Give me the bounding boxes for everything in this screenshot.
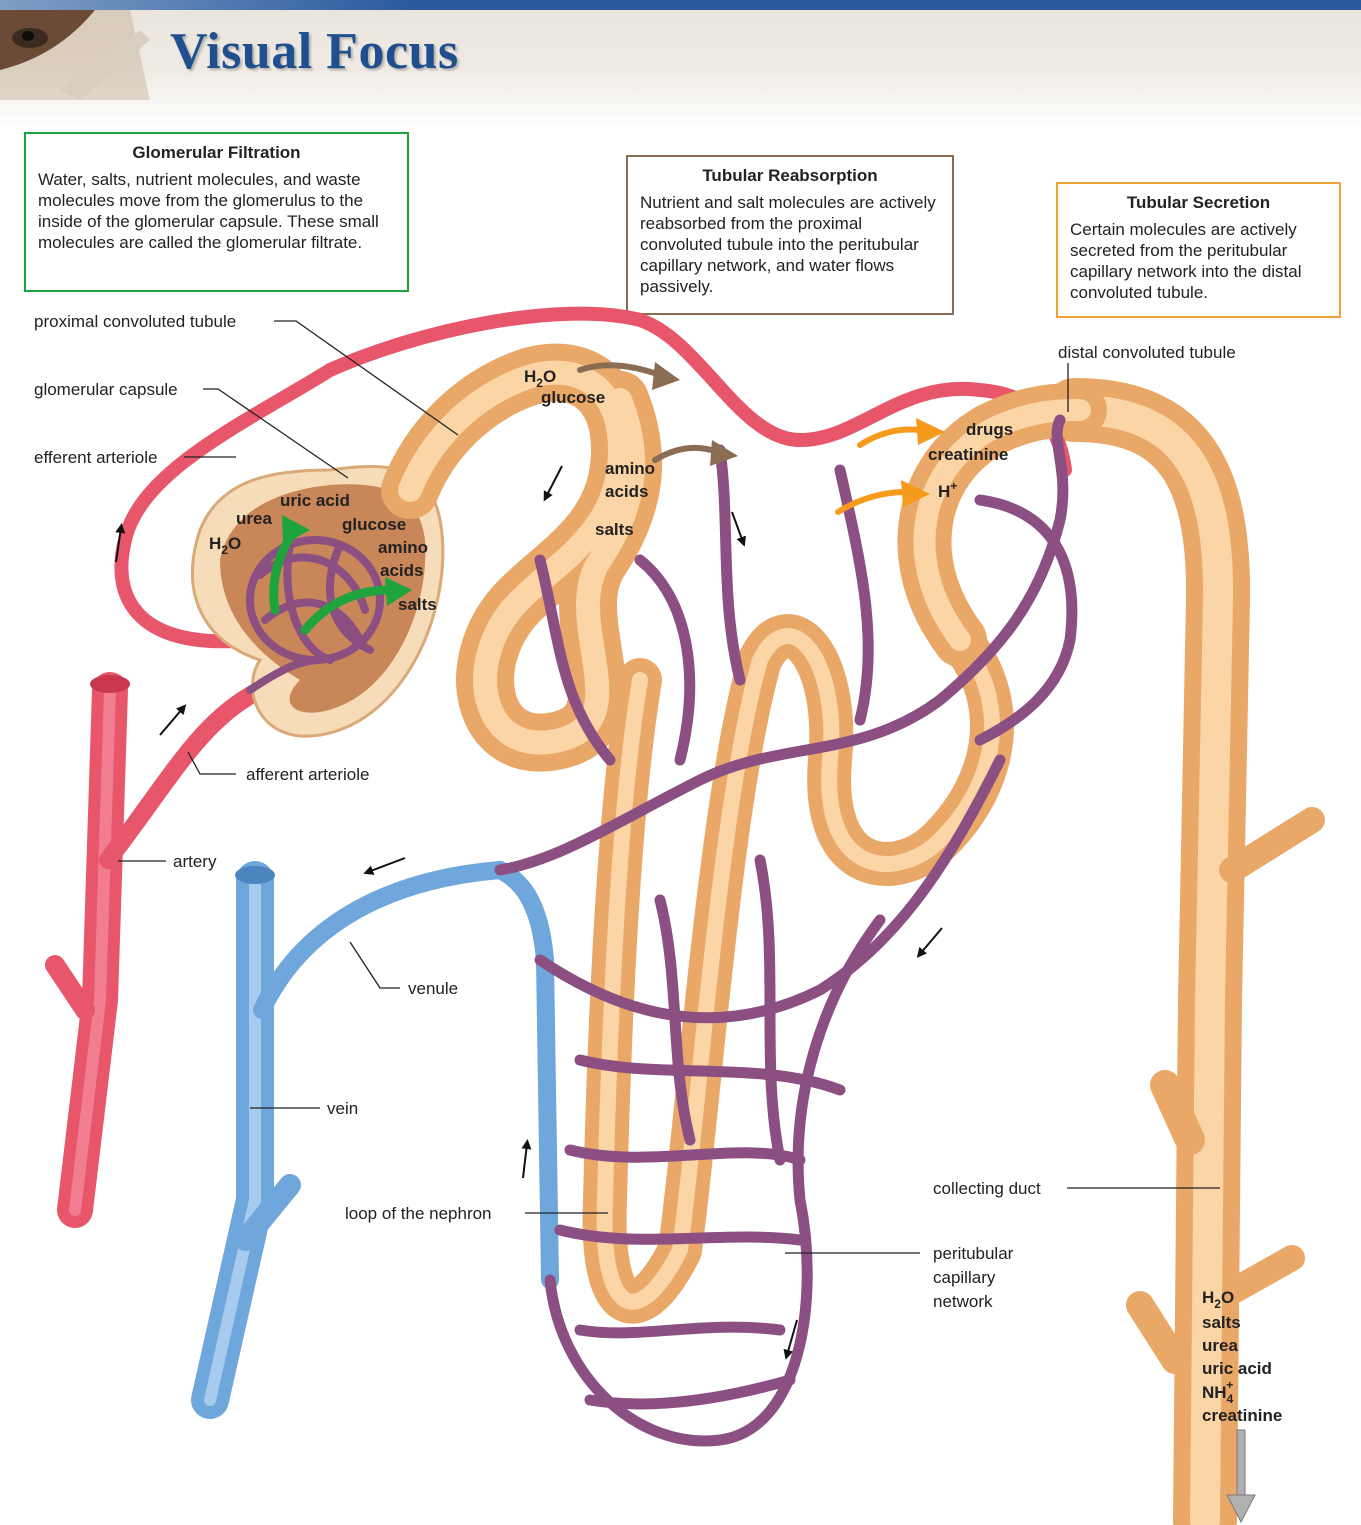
label-vein: vein bbox=[327, 1099, 358, 1118]
label-glomerular-capsule: glomerular capsule bbox=[34, 380, 178, 399]
label-peritubular-line-3: network bbox=[933, 1292, 993, 1311]
collecting-duct bbox=[1075, 410, 1312, 1520]
artery bbox=[55, 675, 130, 1210]
label-loop-of-the-nephron: loop of the nephron bbox=[345, 1204, 492, 1223]
capsule-acids: acids bbox=[380, 561, 423, 580]
reabsorbed-glucose: glucose bbox=[541, 388, 605, 407]
capsule-urea: urea bbox=[236, 509, 272, 528]
label-distal-convoluted-tubule: distal convoluted tubule bbox=[1058, 343, 1236, 362]
urine-salts: salts bbox=[1202, 1313, 1241, 1332]
label-artery: artery bbox=[173, 852, 217, 871]
capsule-amino: amino bbox=[378, 538, 428, 557]
capsule-uric-acid: uric acid bbox=[280, 491, 350, 510]
reabsorbed-salts: salts bbox=[595, 520, 634, 539]
label-efferent-arteriole: efferent arteriole bbox=[34, 448, 157, 467]
afferent-arteriole bbox=[108, 690, 260, 860]
urine-urea: urea bbox=[1202, 1336, 1238, 1355]
secreted-drugs: drugs bbox=[966, 420, 1013, 439]
capsule-salts: salts bbox=[398, 595, 437, 614]
reabsorbed-acids: acids bbox=[605, 482, 648, 501]
reabsorbed-amino: amino bbox=[605, 459, 655, 478]
label-peritubular-line-1: peritubular bbox=[933, 1244, 1014, 1263]
label-venule: venule bbox=[408, 979, 458, 998]
label-afferent-arteriole: afferent arteriole bbox=[246, 765, 369, 784]
urine-creatinine: creatinine bbox=[1202, 1406, 1282, 1425]
secreted-creatinine: creatinine bbox=[928, 445, 1008, 464]
label-peritubular-line-2: capillary bbox=[933, 1268, 996, 1287]
leader-lines bbox=[118, 321, 1220, 1253]
label-proximal-convoluted-tubule: proximal convoluted tubule bbox=[34, 312, 236, 331]
label-collecting-duct: collecting duct bbox=[933, 1179, 1041, 1198]
vein bbox=[210, 866, 290, 1400]
urine-ammonium: NH4+ bbox=[1202, 1378, 1234, 1406]
capsule-glucose: glucose bbox=[342, 515, 406, 534]
urine-uric-acid: uric acid bbox=[1202, 1359, 1272, 1378]
